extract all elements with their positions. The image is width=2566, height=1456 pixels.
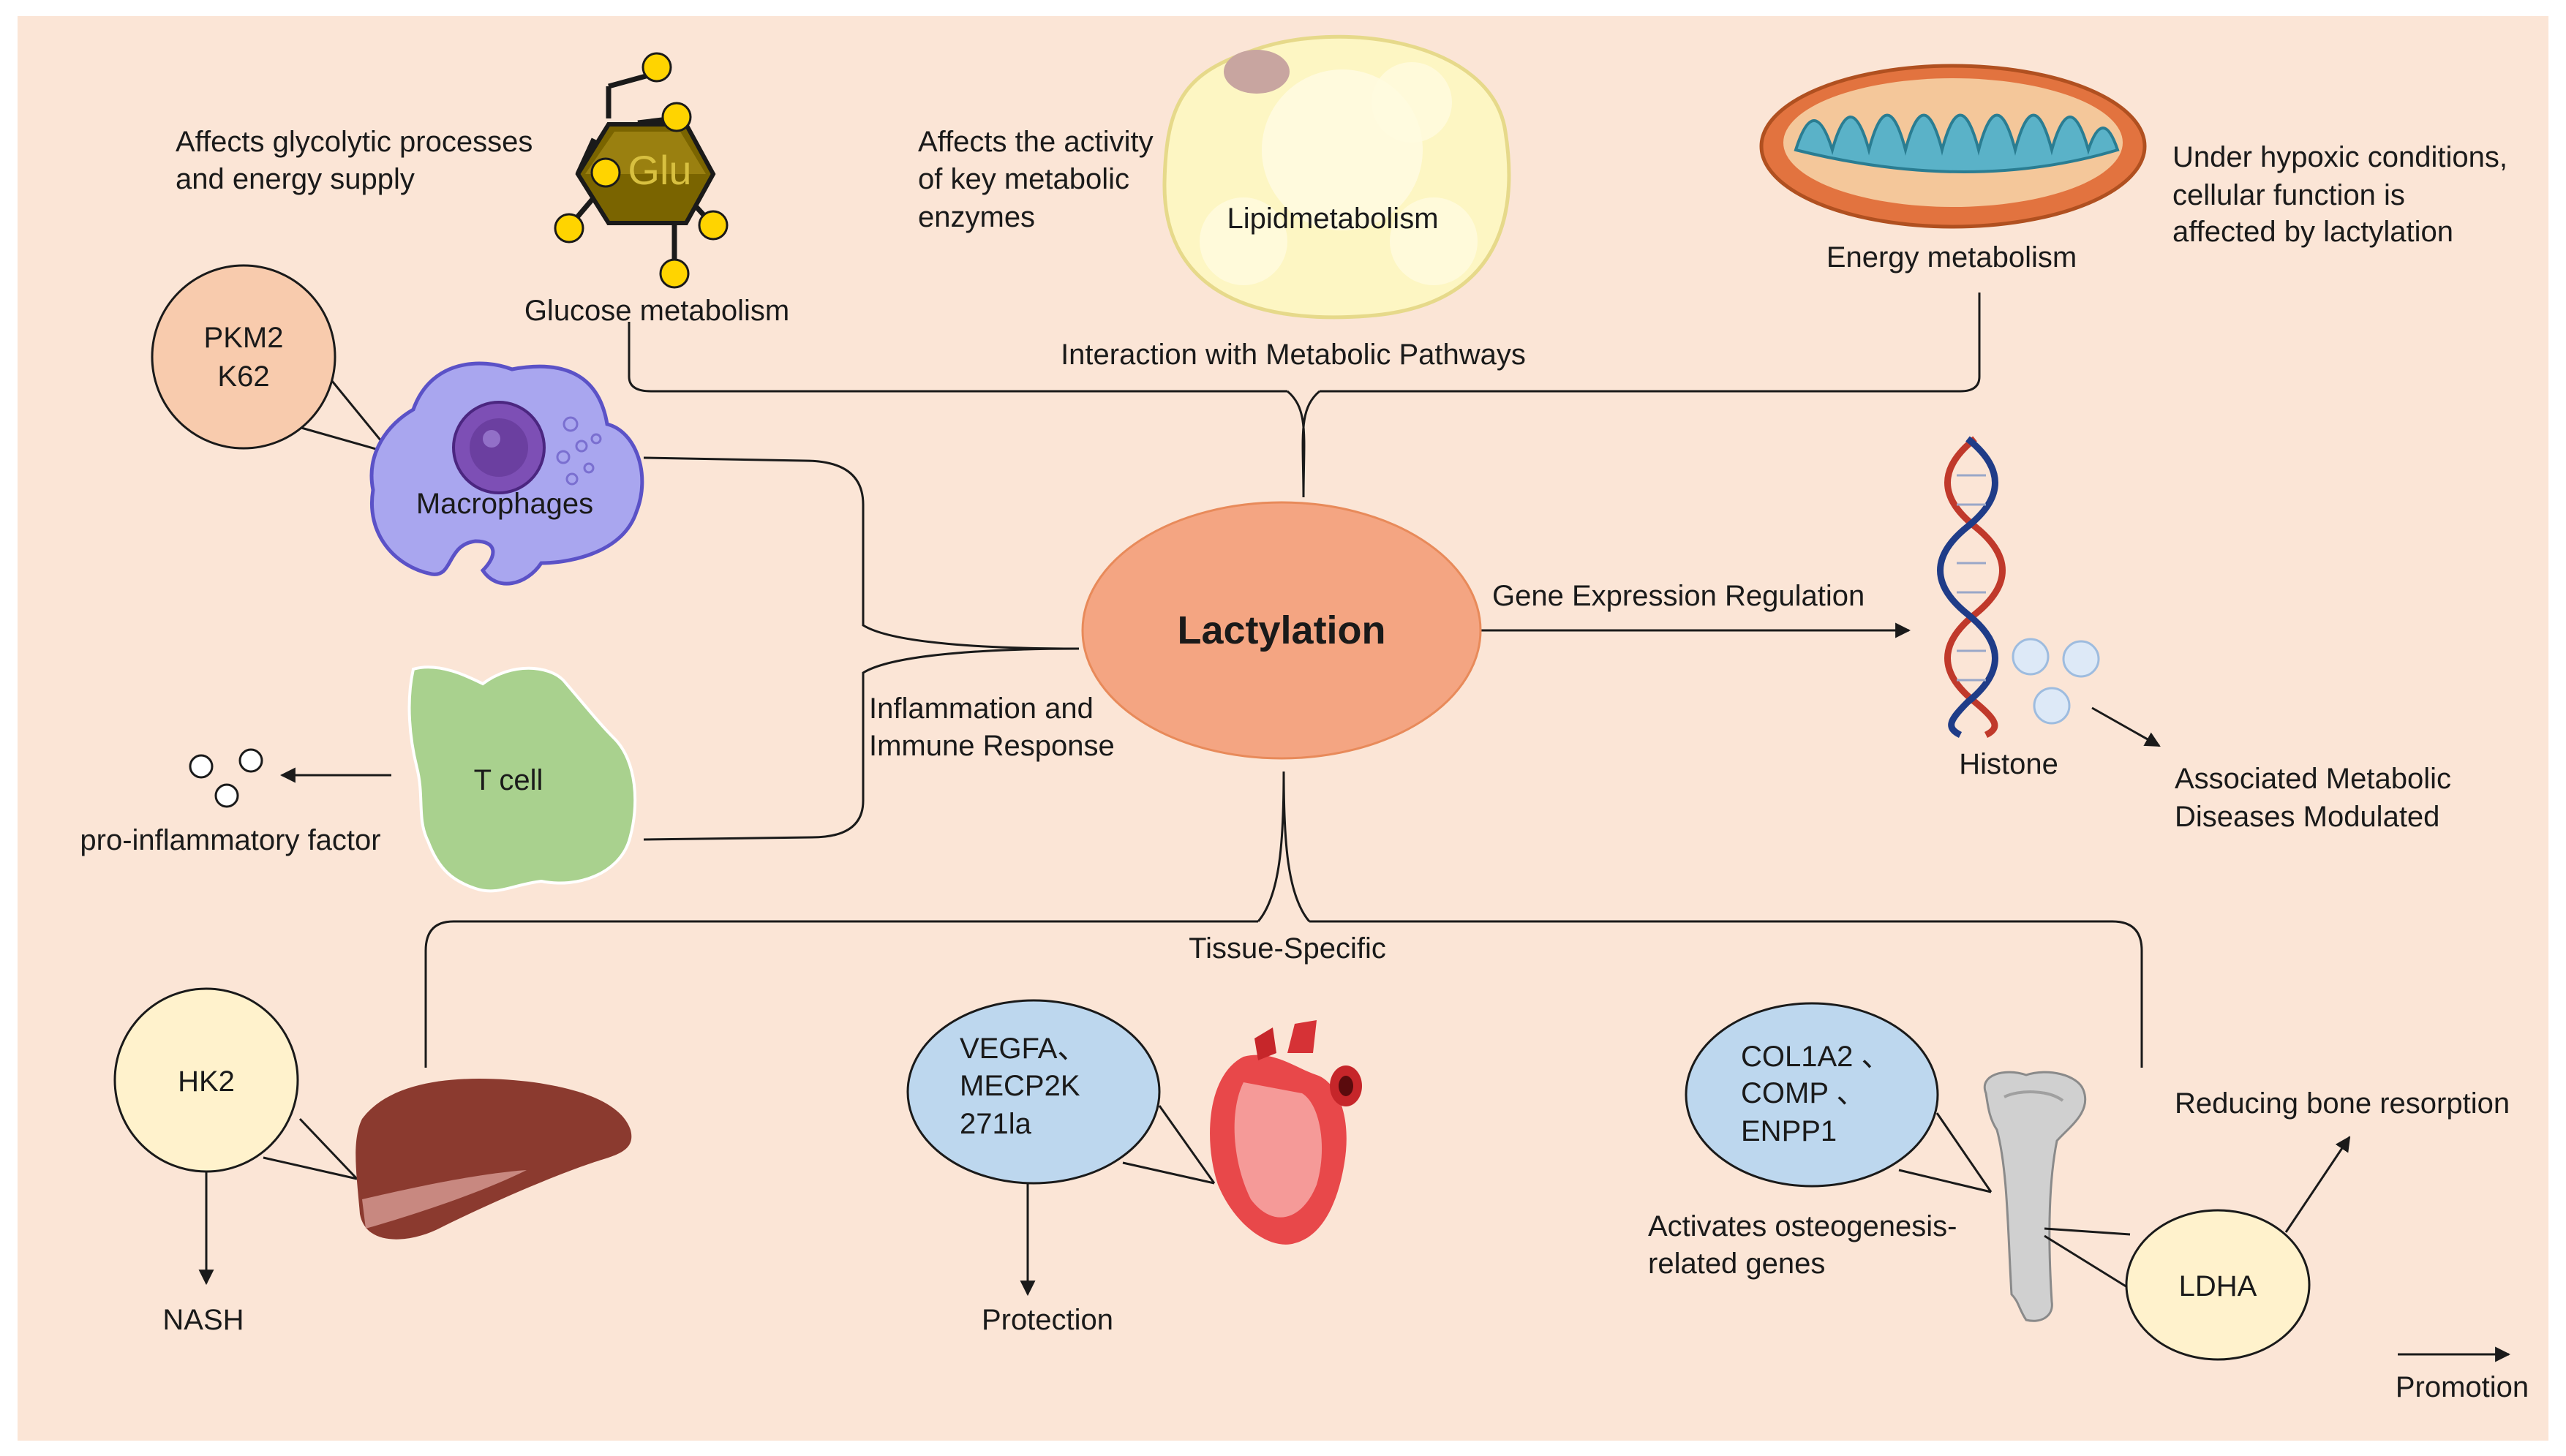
bone-icon bbox=[1983, 1071, 2087, 1322]
heart-icon bbox=[1210, 1020, 1362, 1245]
lipid-desc-1: Affects the activity bbox=[918, 126, 1154, 158]
factor-label: pro-inflammatory factor bbox=[80, 824, 380, 856]
lactylation-node: Lactylation bbox=[1081, 501, 1482, 760]
heart-gene-1: VEGFA、 bbox=[960, 1033, 1086, 1065]
energy-desc-2: cellular function is bbox=[2172, 179, 2405, 211]
mitochondrion-icon bbox=[1759, 64, 2147, 229]
bone-genes-bubble: COL1A2 、 COMP 、 ENPP1 bbox=[1685, 1002, 1993, 1193]
hk2-label: HK2 bbox=[178, 1065, 235, 1098]
ldha-label: LDHA bbox=[2179, 1270, 2257, 1302]
lipid-title: Lipidmetabolism bbox=[1227, 203, 1438, 235]
hk2-bubble: HK2 bbox=[113, 987, 358, 1180]
lipid-desc-3: enzymes bbox=[918, 201, 1035, 233]
tissue-pathway-label: Tissue-Specific bbox=[1189, 932, 1386, 965]
glucose-desc-1: Affects glycolytic processes bbox=[176, 126, 533, 158]
bone-gene-2: COMP 、 bbox=[1741, 1077, 1865, 1109]
immune-pathway-label-1: Inflammation and bbox=[869, 693, 1094, 725]
bone-outcome-label: Reducing bone resorption bbox=[2175, 1087, 2510, 1120]
tcell-icon bbox=[407, 665, 637, 893]
glu-label: Glu bbox=[628, 147, 691, 193]
heart-gene-2: MECP2K bbox=[960, 1070, 1080, 1102]
glucose-title: Glucose metabolism bbox=[524, 295, 789, 327]
pkm2-bubble: PKM2 K62 bbox=[151, 264, 393, 455]
diseases-label-2: Diseases Modulated bbox=[2175, 801, 2439, 833]
energy-desc-3: affected by lactylation bbox=[2172, 216, 2453, 248]
gene-pathway-label: Gene Expression Regulation bbox=[1492, 580, 1865, 612]
energy-title: Energy metabolism bbox=[1826, 241, 2077, 274]
glucose-desc-2: and energy supply bbox=[176, 163, 415, 195]
nash-label: NASH bbox=[162, 1304, 244, 1336]
lipid-droplet-icon bbox=[1162, 34, 1511, 320]
lactylation-label: Lactylation bbox=[1177, 608, 1385, 652]
liver-icon bbox=[355, 1079, 632, 1240]
heart-gene-3: 271la bbox=[960, 1108, 1032, 1140]
cytokine-dots-icon bbox=[189, 748, 263, 808]
metabolic-pathway-label: Interaction with Metabolic Pathways bbox=[1061, 339, 1526, 371]
energy-desc-1: Under hypoxic conditions, bbox=[2172, 141, 2507, 173]
tcell-label: T cell bbox=[474, 764, 543, 796]
ldha-bubble: LDHA bbox=[2044, 1209, 2311, 1361]
pkm2-label-1: PKM2 bbox=[204, 322, 284, 354]
protection-label: Protection bbox=[982, 1304, 1113, 1336]
macrophages-label: Macrophages bbox=[416, 488, 593, 520]
macrophage-icon bbox=[369, 361, 644, 586]
bone-gene-1: COL1A2 、 bbox=[1741, 1041, 1891, 1073]
bone-desc-1: Activates osteogenesis- bbox=[1648, 1210, 1957, 1242]
heart-genes-bubble: VEGFA、 MECP2K 271la bbox=[906, 999, 1216, 1185]
pkm2-label-2: K62 bbox=[217, 361, 269, 393]
histone-arrow bbox=[2091, 706, 2161, 747]
immune-pathway-label-2: Immune Response bbox=[869, 730, 1115, 762]
bone-gene-3: ENPP1 bbox=[1741, 1115, 1837, 1147]
diseases-label-1: Associated Metabolic bbox=[2175, 763, 2451, 795]
ldha-arrow bbox=[2284, 1136, 2351, 1233]
promotion-legend-label: Promotion bbox=[2396, 1371, 2529, 1403]
histone-label: Histone bbox=[1959, 748, 2058, 780]
glucose-icon: Glu bbox=[554, 52, 729, 289]
dna-histone-icon bbox=[1937, 436, 2100, 739]
bone-desc-2: related genes bbox=[1648, 1248, 1825, 1280]
connector-lines bbox=[198, 293, 2511, 1362]
lipid-desc-2: of key metabolic bbox=[918, 163, 1129, 195]
